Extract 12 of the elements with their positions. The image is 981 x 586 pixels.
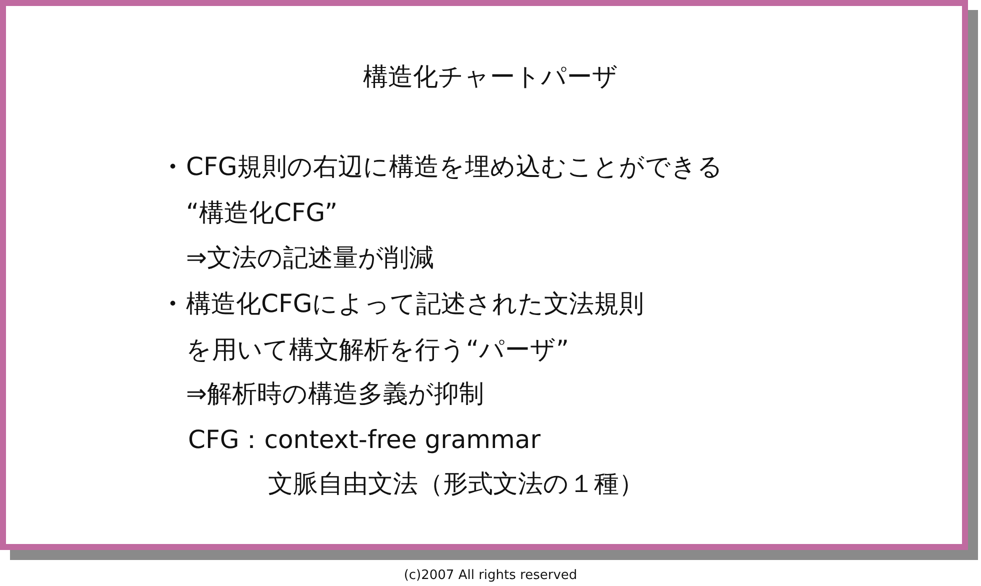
text-line: CFG規則の右辺に構造を埋め込むことができる	[186, 151, 724, 183]
text-line: “構造化CFG”	[186, 197, 338, 229]
copyright-notice: (c)2007 All rights reserved	[402, 568, 578, 583]
slide-title: 構造化チャートパーザ	[362, 61, 619, 93]
text-line: ⇒解析時の構造多義が抑制	[186, 378, 484, 410]
text-line: CFG：context-free grammar	[188, 424, 540, 456]
bullet-mark: ・	[160, 151, 185, 183]
text-line: 文脈自由文法（形式文法の１種）	[268, 468, 644, 500]
bullet-mark: ・	[160, 288, 185, 320]
text-line: 構造化CFGによって記述された文法規則	[186, 288, 644, 320]
text-line: ⇒文法の記述量が削減	[186, 242, 434, 274]
text-line: を用いて構文解析を行う“パーザ”	[186, 334, 569, 366]
